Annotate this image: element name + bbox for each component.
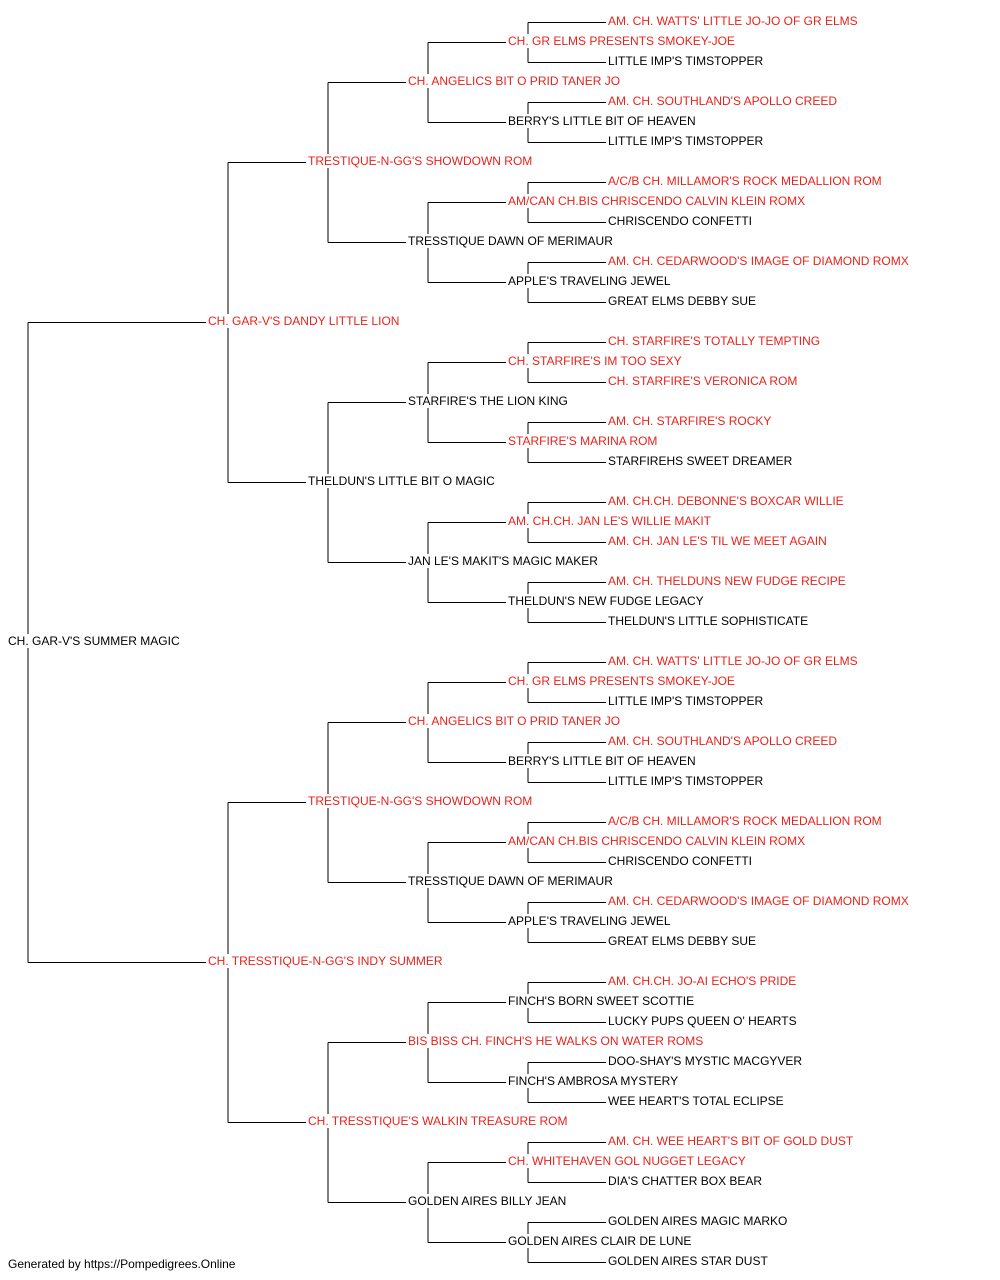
ancestor-name: BERRY'S LITTLE BIT OF HEAVEN [508, 753, 698, 768]
ancestor-name: TRESSTIQUE DAWN OF MERIMAUR [408, 233, 615, 248]
ancestor-name: AM/CAN CH.BIS CHRISCENDO CALVIN KLEIN RO… [508, 833, 808, 848]
ancestor-name: STARFIREHS SWEET DREAMER [608, 453, 795, 468]
ancestor-name: CH. TRESSTIQUE-N-GG'S INDY SUMMER [208, 953, 445, 968]
ancestor-name: CH. ANGELICS BIT O PRID TANER JO [408, 73, 623, 88]
ancestor-name: GREAT ELMS DEBBY SUE [608, 933, 759, 948]
ancestor-name: BIS BISS CH. FINCH'S HE WALKS ON WATER R… [408, 1033, 706, 1048]
ancestor-name: CHRISCENDO CONFETTI [608, 213, 754, 228]
ancestor-name: AM. CH. WATTS' LITTLE JO-JO OF GR ELMS [608, 13, 860, 28]
subject-dog-name: CH. GAR-V'S SUMMER MAGIC [8, 633, 182, 648]
ancestor-name: AM. CH. STARFIRE'S ROCKY [608, 413, 774, 428]
ancestor-name: AM. CH. CEDARWOOD'S IMAGE OF DIAMOND ROM… [608, 893, 911, 908]
ancestor-name: TRESTIQUE-N-GG'S SHOWDOWN ROM [308, 793, 535, 808]
ancestor-name: AM. CH.CH. JAN LE'S WILLIE MAKIT [508, 513, 713, 528]
ancestor-name: GREAT ELMS DEBBY SUE [608, 293, 759, 308]
ancestor-name: GOLDEN AIRES MAGIC MARKO [608, 1213, 790, 1228]
ancestor-name: AM. CH. CEDARWOOD'S IMAGE OF DIAMOND ROM… [608, 253, 911, 268]
ancestor-name: BERRY'S LITTLE BIT OF HEAVEN [508, 113, 698, 128]
ancestor-name: CH. GR ELMS PRESENTS SMOKEY-JOE [508, 673, 737, 688]
ancestor-name: FINCH'S AMBROSA MYSTERY [508, 1073, 681, 1088]
ancestor-name: LITTLE IMP'S TIMSTOPPER [608, 693, 766, 708]
ancestor-name: AM. CH. JAN LE'S TIL WE MEET AGAIN [608, 533, 829, 548]
ancestor-name: A/C/B CH. MILLAMOR'S ROCK MEDALLION ROM [608, 173, 884, 188]
ancestor-name: WEE HEART'S TOTAL ECLIPSE [608, 1093, 786, 1108]
ancestor-name: CH. WHITEHAVEN GOL NUGGET LEGACY [508, 1153, 748, 1168]
ancestor-name: DOO-SHAY'S MYSTIC MACGYVER [608, 1053, 805, 1068]
generated-by-footer: Generated by https://Pompedigrees.Online [8, 1257, 236, 1271]
ancestor-name: LITTLE IMP'S TIMSTOPPER [608, 773, 766, 788]
ancestor-name: AM/CAN CH.BIS CHRISCENDO CALVIN KLEIN RO… [508, 193, 808, 208]
ancestor-name: DIA'S CHATTER BOX BEAR [608, 1173, 765, 1188]
ancestor-name: STARFIRE'S MARINA ROM [508, 433, 660, 448]
ancestor-name: GOLDEN AIRES BILLY JEAN [408, 1193, 569, 1208]
ancestor-name: CH. STARFIRE'S IM TOO SEXY [508, 353, 684, 368]
ancestor-name: APPLE'S TRAVELING JEWEL [508, 273, 673, 288]
ancestor-name: AM. CH. WATTS' LITTLE JO-JO OF GR ELMS [608, 653, 860, 668]
ancestor-name: JAN LE'S MAKIT'S MAGIC MAKER [408, 553, 600, 568]
ancestor-name: LITTLE IMP'S TIMSTOPPER [608, 133, 766, 148]
ancestor-name: CHRISCENDO CONFETTI [608, 853, 754, 868]
ancestor-name: LUCKY PUPS QUEEN O' HEARTS [608, 1013, 799, 1028]
ancestor-name: GOLDEN AIRES STAR DUST [608, 1253, 770, 1268]
ancestor-name: AM. CH.CH. DEBONNE'S BOXCAR WILLIE [608, 493, 846, 508]
ancestor-name: FINCH'S BORN SWEET SCOTTIE [508, 993, 697, 1008]
ancestor-name: A/C/B CH. MILLAMOR'S ROCK MEDALLION ROM [608, 813, 884, 828]
ancestor-name: CH. STARFIRE'S VERONICA ROM [608, 373, 800, 388]
ancestor-name: CH. GAR-V'S DANDY LITTLE LION [208, 313, 402, 328]
ancestor-name: TRESSTIQUE DAWN OF MERIMAUR [408, 873, 615, 888]
ancestor-name: AM. CH.CH. JO-AI ECHO'S PRIDE [608, 973, 799, 988]
ancestor-name: CH. STARFIRE'S TOTALLY TEMPTING [608, 333, 823, 348]
ancestor-name: THELDUN'S LITTLE SOPHISTICATE [608, 613, 811, 628]
ancestor-name: CH. GR ELMS PRESENTS SMOKEY-JOE [508, 33, 737, 48]
ancestor-name: TRESTIQUE-N-GG'S SHOWDOWN ROM [308, 153, 535, 168]
ancestor-name: CH. TRESSTIQUE'S WALKIN TREASURE ROM [308, 1113, 570, 1128]
ancestor-name: APPLE'S TRAVELING JEWEL [508, 913, 673, 928]
ancestor-name: AM. CH. SOUTHLAND'S APOLLO CREED [608, 733, 840, 748]
ancestor-name: LITTLE IMP'S TIMSTOPPER [608, 53, 766, 68]
ancestor-name: CH. ANGELICS BIT O PRID TANER JO [408, 713, 623, 728]
ancestor-name: GOLDEN AIRES CLAIR DE LUNE [508, 1233, 694, 1248]
ancestor-name: AM. CH. WEE HEART'S BIT OF GOLD DUST [608, 1133, 856, 1148]
ancestor-name: AM. CH. THELDUNS NEW FUDGE RECIPE [608, 573, 848, 588]
ancestor-name: THELDUN'S LITTLE BIT O MAGIC [308, 473, 497, 488]
ancestor-name: THELDUN'S NEW FUDGE LEGACY [508, 593, 706, 608]
ancestor-name: AM. CH. SOUTHLAND'S APOLLO CREED [608, 93, 840, 108]
ancestor-name: STARFIRE'S THE LION KING [408, 393, 570, 408]
